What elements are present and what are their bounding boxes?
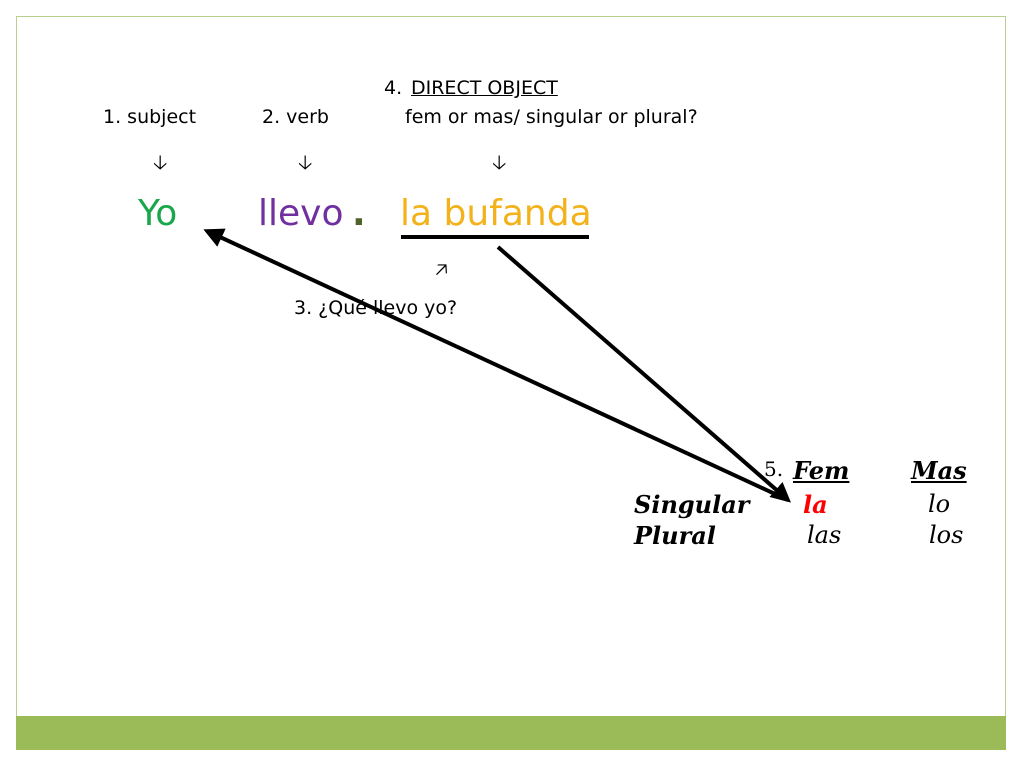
down-arrow-icon: 🡣 bbox=[153, 150, 168, 174]
table-header-fem: Fem bbox=[793, 456, 850, 485]
sentence-verb: llevo bbox=[258, 193, 344, 234]
object-to-la-arrow bbox=[496, 245, 792, 503]
up-right-arrow-icon: 🡥 bbox=[435, 257, 448, 281]
subject-label: 1. subject bbox=[103, 106, 197, 128]
verb-label: 2. verb bbox=[262, 106, 329, 128]
sentence-subject: Yo bbox=[138, 193, 178, 234]
direct-object-heading: DIRECT OBJECT bbox=[411, 77, 558, 99]
fem-mas-question: fem or mas/ singular or plural? bbox=[405, 106, 698, 128]
down-arrow-icon: 🡣 bbox=[298, 150, 313, 174]
la-to-subject-arrow bbox=[203, 228, 789, 502]
cell-plural-fem: las bbox=[807, 521, 842, 549]
sentence-object: la bufanda bbox=[400, 193, 592, 234]
cell-singular-mas: lo bbox=[928, 490, 951, 518]
table-header-mas: Mas bbox=[911, 456, 967, 485]
cell-singular-fem: la bbox=[803, 490, 828, 519]
sentence-dot: . bbox=[352, 193, 366, 234]
row-label-plural: Plural bbox=[634, 521, 716, 550]
table-number: 5. bbox=[764, 457, 784, 481]
row-label-singular: Singular bbox=[634, 490, 750, 519]
slide-frame bbox=[16, 16, 1006, 750]
direct-object-number: 4. bbox=[384, 77, 403, 99]
footer-bar bbox=[16, 716, 1006, 750]
cell-plural-mas: los bbox=[929, 521, 964, 549]
down-arrow-icon: 🡣 bbox=[492, 150, 507, 174]
